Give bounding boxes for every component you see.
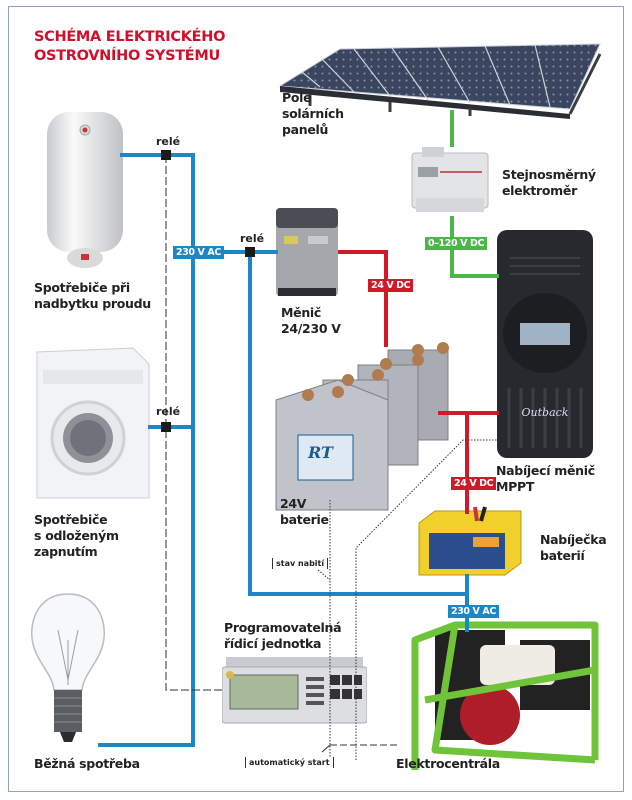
label-generator: Elektrocentrála — [396, 756, 500, 771]
programmable-controller — [222, 657, 367, 724]
label-controller: Programovatelná řídicí jednotka — [224, 620, 342, 651]
label-dc-meter: Stejnosměrný elektroměr — [502, 167, 596, 198]
title-line-2: OSTROVNÍHO SYSTÉMU — [34, 48, 221, 64]
tag-ac-generator: 230 V AC — [448, 605, 499, 618]
tag-dc-charger: 24 V DC — [451, 477, 497, 490]
washing-machine — [36, 347, 150, 499]
label-water-heater: Spotřebiče při nadbytku proudu — [34, 280, 151, 311]
relay-heater — [161, 150, 171, 160]
relay-inverter-label: relé — [240, 232, 265, 245]
relay-inverter — [245, 247, 255, 257]
label-bulb: Běžná spotřeba — [34, 756, 140, 771]
solar-panel-array — [278, 43, 602, 119]
label-batteries: 24V baterie — [280, 496, 329, 527]
inverter-device — [276, 208, 338, 296]
ac-wire-heater — [98, 153, 195, 747]
svg-text:RT: RT — [307, 443, 334, 462]
svg-text:Outback: Outback — [522, 406, 569, 419]
label-mppt: Nabíjecí měnič MPPT — [496, 463, 595, 494]
label-solar-panels: Pole solárních panelů — [282, 90, 344, 137]
generator — [411, 621, 599, 770]
control-line-relays — [165, 155, 222, 691]
water-heater — [47, 112, 123, 268]
ac-wire-inverter-loop — [248, 250, 469, 596]
battery-charger — [418, 506, 522, 576]
light-bulb — [31, 593, 105, 742]
label-inverter: Měnič 24/230 V — [281, 305, 341, 336]
dc-energy-meter — [411, 147, 489, 212]
tag-dc-inverter: 24 V DC — [368, 279, 414, 292]
mppt-charge-controller: Outback — [497, 230, 593, 458]
relay-heater-label: relé — [156, 135, 181, 148]
control-line-mppt — [355, 439, 497, 760]
dc-wire-inverter-to-battery — [338, 250, 388, 347]
label-charger: Nabíječka baterií — [540, 532, 607, 563]
title-line-1: SCHÉMA ELEKTRICKÉHO — [34, 29, 226, 45]
tag-pv: 0–120 V DC — [425, 237, 488, 250]
tag-ac-main: 230 V AC — [173, 246, 224, 259]
note-auto-start: automatický start — [245, 757, 334, 768]
relay-washer-label: relé — [156, 405, 181, 418]
relay-washer — [161, 422, 171, 432]
diagram-title: SCHÉMA ELEKTRICKÉHO OSTROVNÍHO SYSTÉMU — [34, 28, 225, 66]
note-charge-state: stav nabití — [272, 558, 329, 569]
battery-bank: RT — [275, 342, 449, 511]
label-washer: Spotřebiče s odloženým zapnutím — [34, 512, 119, 559]
